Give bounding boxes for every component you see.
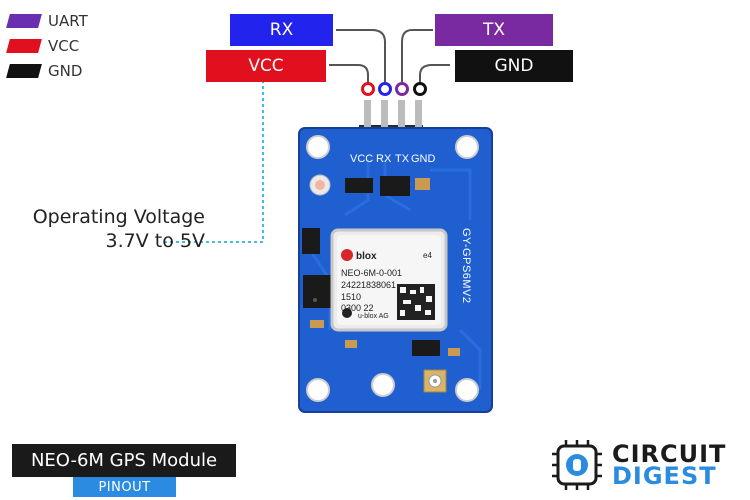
chip-maker: u-blox AG — [358, 313, 389, 320]
legend: UART VCC GND — [6, 8, 88, 83]
datamatrix-code — [397, 284, 435, 320]
silk-pin-rx: RX — [376, 153, 392, 165]
chip-code1: 1510 — [341, 292, 361, 302]
tx-pin-marker — [395, 82, 409, 96]
chip-mark: e4 — [423, 251, 432, 260]
voltage-leader-line — [162, 80, 264, 243]
silk-pin-gnd: GND — [411, 153, 436, 165]
pin-tag-label: TX — [482, 20, 506, 40]
brand-name: CIRCUIT — [612, 440, 727, 468]
vcc-wire — [329, 64, 369, 88]
circuit-digest-logo-icon — [552, 440, 602, 490]
operating-voltage-title: Operating Voltage — [32, 206, 205, 228]
pin-tag-label: VCC — [248, 56, 284, 76]
silk-model-label: GY-GPS6MV2 — [460, 228, 472, 304]
legend-item-vcc: VCC — [6, 33, 88, 58]
vcc-pin-marker — [361, 82, 375, 96]
operating-voltage-value: 3.7V to 5V — [105, 230, 205, 252]
tx-wire — [401, 29, 433, 88]
subtitle-banner: PINOUT — [73, 477, 176, 497]
ublox-logo — [341, 249, 353, 261]
pin-tag-rx: RX — [230, 14, 333, 46]
chip-part: NEO-6M-0-001 — [341, 268, 402, 278]
page-subtitle: PINOUT — [98, 479, 151, 495]
pin-tag-tx: TX — [435, 14, 553, 46]
brand-wordmark: CIRCUIT DIGEST — [612, 440, 727, 490]
gnd-pin-marker — [413, 82, 427, 96]
operating-voltage-annotation: Operating Voltage 3.7V to 5V — [33, 205, 205, 253]
chip-brand: blox — [356, 251, 377, 262]
brand-logo: CIRCUIT DIGEST — [552, 440, 726, 490]
chip-serial: 24221838061 — [341, 280, 396, 290]
chip-code2: 0300 22 — [341, 303, 374, 313]
pin-tag-label: RX — [269, 20, 294, 40]
legend-label: VCC — [48, 36, 80, 55]
rx-wire — [336, 29, 386, 88]
pin-tag-label: GND — [494, 56, 534, 76]
pin-tag-vcc: VCC — [206, 50, 326, 82]
brand-subname: DIGEST — [612, 462, 717, 490]
gnd-wire — [419, 64, 450, 88]
neo6m-chip — [330, 228, 448, 332]
pin-tag-gnd: GND — [455, 50, 573, 82]
page-title: NEO-6M GPS Module — [30, 450, 218, 471]
title-banner: NEO-6M GPS Module — [12, 444, 236, 477]
legend-label: UART — [48, 11, 88, 30]
legend-item-gnd: GND — [6, 58, 88, 83]
legend-label: GND — [48, 61, 83, 80]
silk-pin-vcc: VCC — [350, 153, 373, 165]
legend-item-uart: UART — [6, 8, 88, 33]
connector-wires — [329, 29, 450, 88]
brand-icon-spacer — [552, 440, 602, 490]
rx-pin-marker — [378, 82, 392, 96]
silk-pin-tx: TX — [395, 153, 410, 165]
